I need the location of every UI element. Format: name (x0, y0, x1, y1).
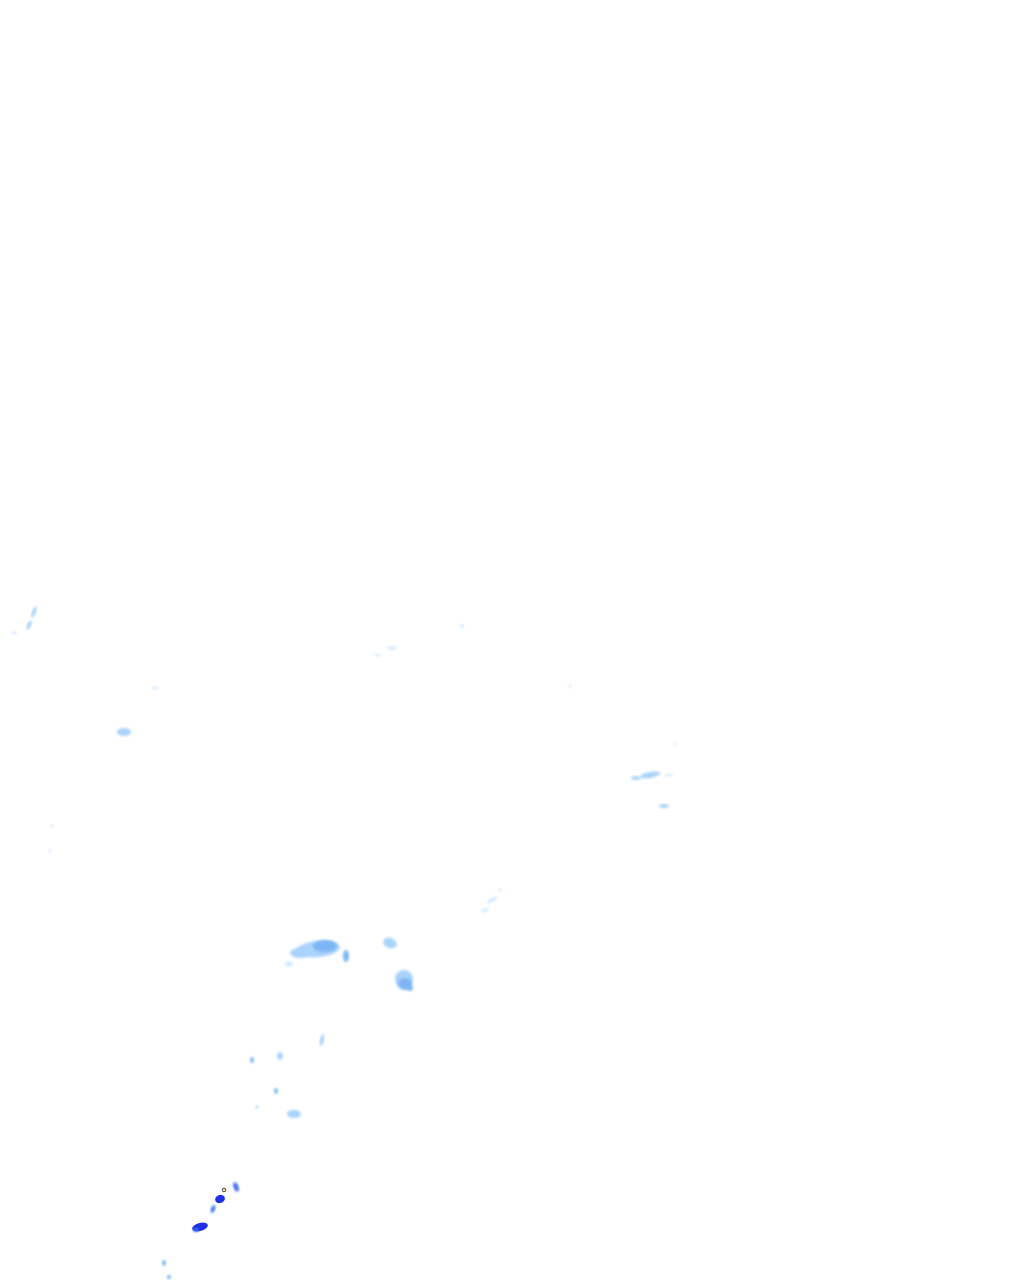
echo-cell-very-light (375, 653, 381, 657)
echo-cell-very-light (460, 624, 464, 628)
echo-cell-light (31, 606, 37, 618)
echo-cell-light (287, 1110, 301, 1118)
echo-cell-very-light (151, 686, 159, 690)
echo-cell-light (290, 948, 310, 958)
echo-cell-light (383, 937, 397, 949)
echo-cell-heavy (193, 1228, 199, 1232)
echo-cell-very-light (50, 824, 54, 828)
echo-cell-very-light (48, 849, 52, 853)
echo-cell-very-light (285, 961, 293, 967)
echo-cell-light (277, 1052, 283, 1060)
echo-cell-light (117, 728, 131, 736)
echo-cell-moderate (162, 1260, 166, 1266)
echo-cell-light (26, 620, 32, 630)
echo-cell-moderate (167, 1275, 171, 1279)
echo-cell-very-light (665, 773, 673, 777)
echo-cell-very-light (498, 888, 502, 892)
echo-cell-moderate (343, 950, 349, 962)
echo-cell-very-light (673, 742, 677, 746)
echo-cell-moderate (274, 1088, 278, 1094)
location-marker-icon (221, 1187, 227, 1193)
echo-cell-light (659, 804, 669, 808)
echo-cell-very-heavy (215, 1194, 225, 1204)
echo-cell-very-light (387, 645, 397, 651)
echo-cell-light (255, 1105, 259, 1109)
precipitation-echoes (11, 606, 677, 1279)
echo-cell-very-light (486, 896, 498, 904)
echo-cell-very-light (568, 684, 572, 688)
echo-cell-moderate (250, 1057, 254, 1063)
echo-cell-very-light (11, 631, 17, 635)
echo-cell-moderate (407, 985, 413, 991)
echo-cell-heavy (210, 1205, 216, 1213)
echo-cell-very-light (481, 907, 489, 913)
echo-cell-light (319, 1034, 325, 1046)
echo-cell-moderate (313, 940, 337, 952)
echo-cell-heavy (233, 1182, 239, 1192)
echo-cell-light (631, 776, 641, 780)
echo-cell-light (640, 771, 660, 779)
